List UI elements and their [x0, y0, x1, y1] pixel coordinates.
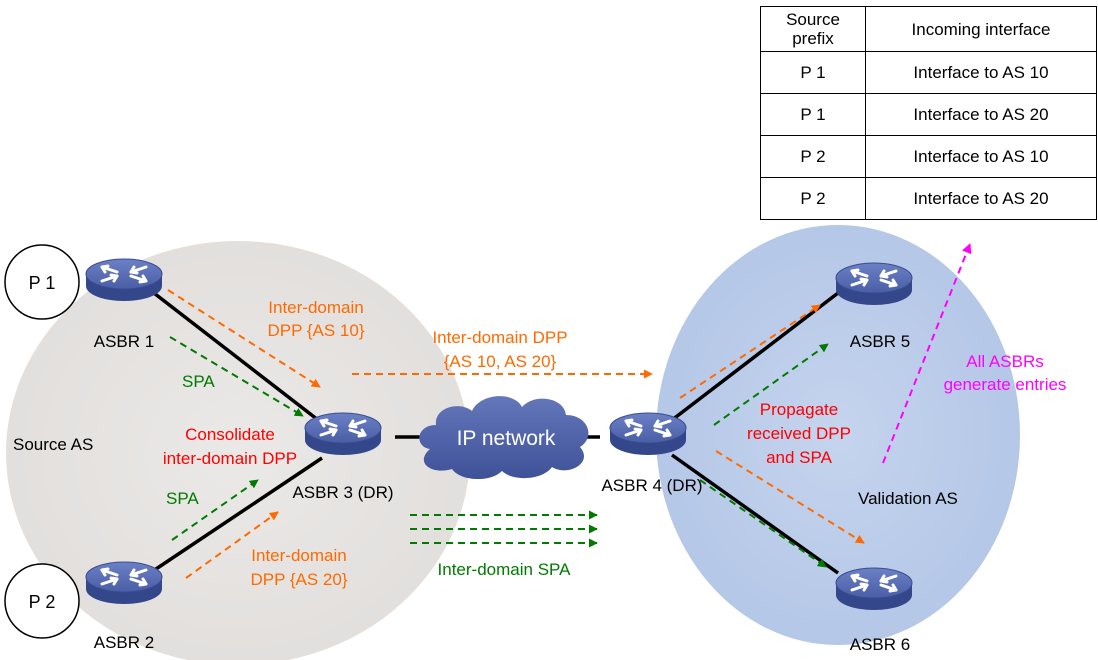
dpp-arrow-asbr6	[715, 450, 865, 544]
prefix-p2-label: P 2	[29, 592, 56, 612]
spa-arrow-asbr2	[171, 479, 259, 541]
cell-source-prefix: P 1	[760, 51, 866, 94]
cell-source-prefix: P 1	[760, 93, 866, 136]
consolidate-line1: Consolidate	[185, 425, 275, 444]
cell-incoming-interface: Interface to AS 20	[865, 93, 1097, 136]
table-header-row: Source prefix Incoming interface	[760, 6, 1097, 52]
table-row: P 1 Interface to AS 10	[760, 51, 1097, 94]
link-asbr4-asbr5	[670, 291, 840, 422]
inter-spa-label: Inter-domain SPA	[438, 560, 572, 579]
dpp-arrow-asbr2	[185, 511, 279, 579]
table-row: P 1 Interface to AS 20	[760, 93, 1097, 136]
entries-arrow	[882, 243, 972, 464]
cell-incoming-interface: Interface to AS 10	[865, 51, 1097, 94]
validation-as-area	[656, 225, 1020, 645]
router-icon	[834, 566, 914, 612]
link-asbr4-asbr6	[670, 453, 840, 575]
cell-source-prefix: P 2	[760, 177, 866, 220]
links	[148, 288, 840, 575]
dpp-as10-line1: Inter-domain	[268, 298, 363, 317]
consolidate-line2: inter-domain DPP	[163, 449, 297, 468]
asbr5-label: ASBR 5	[850, 332, 910, 351]
router-icon	[303, 411, 383, 457]
table-row: P 2 Interface to AS 10	[760, 135, 1097, 178]
link-asbr1-asbr3	[148, 288, 324, 425]
column-header-source-prefix: Source prefix	[760, 6, 866, 52]
dpp-as20-line1: Inter-domain	[251, 546, 346, 565]
asbr4-label: ASBR 4 (DR)	[601, 476, 702, 495]
dpp-both-line2: {AS 10, AS 20}	[444, 352, 557, 371]
cell-incoming-interface: Interface to AS 20	[865, 177, 1097, 220]
router-icon	[608, 411, 688, 457]
validation-entries-table: Source prefix Incoming interface P 1 Int…	[760, 6, 1097, 220]
asbr1-label: ASBR 1	[94, 332, 154, 351]
asbr2-label: ASBR 2	[94, 633, 154, 652]
asbr3-label: ASBR 3 (DR)	[292, 483, 393, 502]
prefix-p1-label: P 1	[29, 273, 56, 293]
validation-as-label: Validation AS	[858, 489, 958, 508]
propagate-line2: received DPP	[747, 424, 851, 443]
dpp-as20-line2: DPP {AS 20}	[250, 570, 347, 589]
cloud-icon	[419, 396, 589, 480]
spa-label-1: SPA	[182, 372, 215, 391]
dpp-arrows	[167, 289, 865, 579]
spa-arrows	[169, 336, 829, 568]
cell-source-prefix: P 2	[760, 135, 866, 178]
all-asbrs-line2: generate entries	[944, 375, 1067, 394]
router-icon	[84, 257, 164, 303]
cell-incoming-interface: Interface to AS 10	[865, 135, 1097, 178]
router-icon	[84, 560, 164, 606]
spa-label-2: SPA	[166, 489, 199, 508]
all-asbrs-line1: All ASBRs	[966, 352, 1043, 371]
source-as-area	[6, 241, 470, 660]
propagate-line3: and SPA	[766, 448, 833, 467]
prefix-p2-circle	[4, 563, 80, 639]
dpp-arrow-asbr1	[167, 289, 321, 388]
table-row: P 2 Interface to AS 20	[760, 177, 1097, 220]
dpp-both-line1: Inter-domain DPP	[432, 328, 567, 347]
dpp-as10-line2: DPP {AS 10}	[267, 321, 364, 340]
asbr6-label: ASBR 6	[850, 635, 910, 654]
spa-arrow-asbr1	[169, 336, 304, 417]
router-icon	[834, 261, 914, 307]
source-as-label: Source AS	[13, 435, 93, 454]
link-asbr2-asbr3	[149, 456, 323, 575]
dpp-arrow-asbr5	[679, 304, 821, 399]
column-header-incoming-interface: Incoming interface	[865, 6, 1097, 52]
spa-arrow-asbr6	[699, 479, 827, 568]
prefix-p1-circle	[4, 244, 80, 320]
cloud-label: IP network	[457, 427, 556, 450]
propagate-line1: Propagate	[760, 400, 838, 419]
